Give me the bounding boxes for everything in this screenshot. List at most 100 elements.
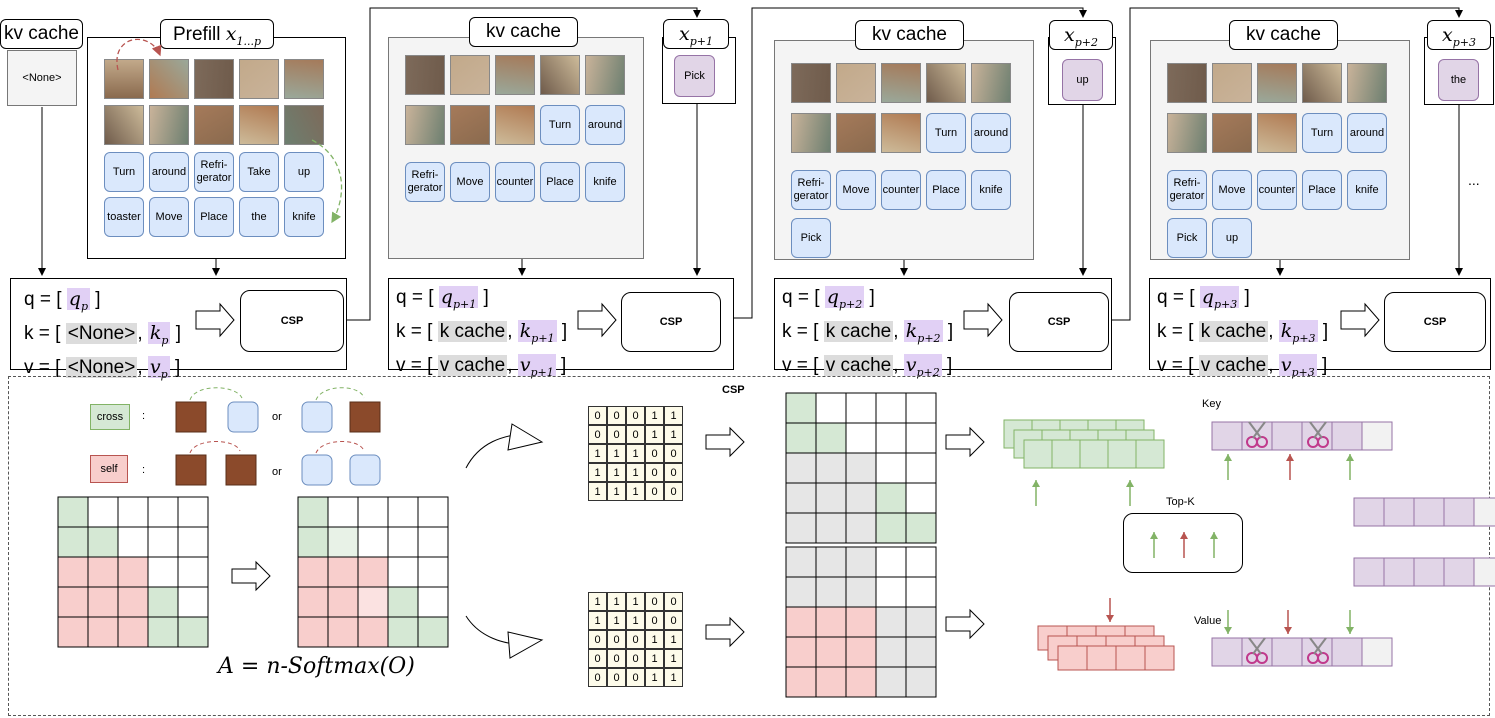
masked-cell-bottom <box>875 666 907 698</box>
attention-cell <box>57 526 89 558</box>
token-box-icon <box>301 454 333 486</box>
mask-cell: 0 <box>645 444 664 463</box>
value-bar-cell <box>1271 637 1303 667</box>
stage4-image <box>1257 113 1297 153</box>
stage2-token: knife <box>585 162 625 202</box>
mask-cell: 0 <box>626 630 645 649</box>
mask-cell: 1 <box>645 668 664 687</box>
masked-cell-top <box>815 422 847 454</box>
masked-cell-top <box>785 512 817 544</box>
stage2-token: Refri- gerator <box>405 162 445 202</box>
key-block-cell <box>1023 439 1053 469</box>
attention-cell <box>327 586 359 618</box>
mask-cell: 1 <box>626 592 645 611</box>
masked-cell-top <box>905 512 937 544</box>
value-label: Value <box>1194 615 1222 627</box>
masked-cell-bottom <box>845 546 877 578</box>
masked-cell-bottom <box>905 666 937 698</box>
value-block-cell <box>1144 645 1175 671</box>
stage4-token: counter <box>1257 170 1297 210</box>
mask-cell: 0 <box>664 463 683 482</box>
mask-cell: 1 <box>588 482 607 501</box>
masked-cell-bottom <box>815 576 847 608</box>
masked-cell-top <box>905 482 937 514</box>
mask-cell: 1 <box>588 592 607 611</box>
stage3-token: counter <box>881 170 921 210</box>
masked-cell-top <box>905 392 937 424</box>
csp-box-2: CSP <box>621 292 721 352</box>
prefill-image <box>149 105 189 145</box>
attention-cell <box>117 526 149 558</box>
mask-cell: 1 <box>607 611 626 630</box>
kv-cache-title-4: kv cache <box>1229 20 1338 50</box>
stage4-ellipsis: ... <box>1468 172 1480 188</box>
masked-cell-bottom <box>815 546 847 578</box>
top-connectors <box>38 7 1463 338</box>
topk-bar-cell <box>1383 497 1415 527</box>
stage3-image <box>791 63 831 103</box>
attention-cell <box>417 616 449 648</box>
value-bar-cell <box>1361 637 1393 667</box>
wood-image-icon <box>225 454 257 486</box>
value-block-cell <box>1057 645 1088 671</box>
topk-box <box>1123 513 1243 573</box>
stage4-x-title: xp+3 <box>1427 20 1491 50</box>
masked-cell-top <box>845 422 877 454</box>
mask-cell: 1 <box>607 592 626 611</box>
topk-bar-cell <box>1413 497 1445 527</box>
green-up-arrow <box>1224 454 1232 461</box>
stage3-token: Turn <box>926 113 966 153</box>
masked-cell-top <box>875 482 907 514</box>
stage4-image <box>1347 63 1387 103</box>
green-down-arrow <box>1346 627 1354 634</box>
masked-cell-bottom <box>785 666 817 698</box>
stage4-token: Place <box>1302 170 1342 210</box>
scissors-icon <box>1313 637 1327 655</box>
masked-cell-bottom <box>875 606 907 638</box>
wood-image-icon <box>349 401 381 433</box>
key-bar-cell <box>1241 421 1273 451</box>
masked-cell-top <box>815 392 847 424</box>
mask-cell: 1 <box>664 649 683 668</box>
masked-cell-top <box>815 482 847 514</box>
attention-cell <box>417 526 449 558</box>
value-bar-cell <box>1211 637 1243 667</box>
mask-cell: 0 <box>626 649 645 668</box>
qkv-lines-3: q = [ qp+2 ] k = [ k cache, kp+2 ] v = [… <box>782 286 954 379</box>
stage3-image <box>836 63 876 103</box>
key-bar-cell <box>1331 421 1363 451</box>
masked-cell-top <box>785 392 817 424</box>
prefill-token: Move <box>149 197 189 237</box>
scissors-icon <box>1256 436 1268 448</box>
value-block-cell <box>1086 645 1117 671</box>
mask-cell: 1 <box>607 444 626 463</box>
attention-cell <box>147 496 179 528</box>
stage3-new-token: up <box>1062 59 1103 101</box>
or-label-1: or <box>272 411 282 423</box>
stage3-image <box>971 63 1011 103</box>
topk-bar-cell <box>1443 497 1475 527</box>
attention-cell <box>387 526 419 558</box>
mask-cell: 0 <box>607 649 626 668</box>
stage2-x-title: xp+1 <box>663 19 729 49</box>
attention-cell <box>87 496 119 528</box>
mask-cell: 0 <box>664 611 683 630</box>
topk-bar-cell <box>1353 557 1385 587</box>
wood-image-icon <box>175 454 207 486</box>
stage3-token: Refri- gerator <box>791 170 831 210</box>
scissors-icon <box>1248 421 1262 439</box>
mask-cell: 1 <box>645 630 664 649</box>
masked-cell-bottom <box>905 636 937 668</box>
mask-cell: 0 <box>664 482 683 501</box>
stage4-new-token: the <box>1438 59 1479 101</box>
attention-cell <box>327 556 359 588</box>
csp-box-4: CSP <box>1384 292 1486 352</box>
attention-cell <box>327 616 359 648</box>
masked-cell-bottom <box>785 606 817 638</box>
prefill-image <box>284 105 324 145</box>
stage4-image <box>1302 63 1342 103</box>
red-down-arrow <box>1284 627 1292 634</box>
stage2-token: Turn <box>540 105 580 145</box>
mask-cell: 1 <box>626 611 645 630</box>
attention-cell <box>177 496 209 528</box>
